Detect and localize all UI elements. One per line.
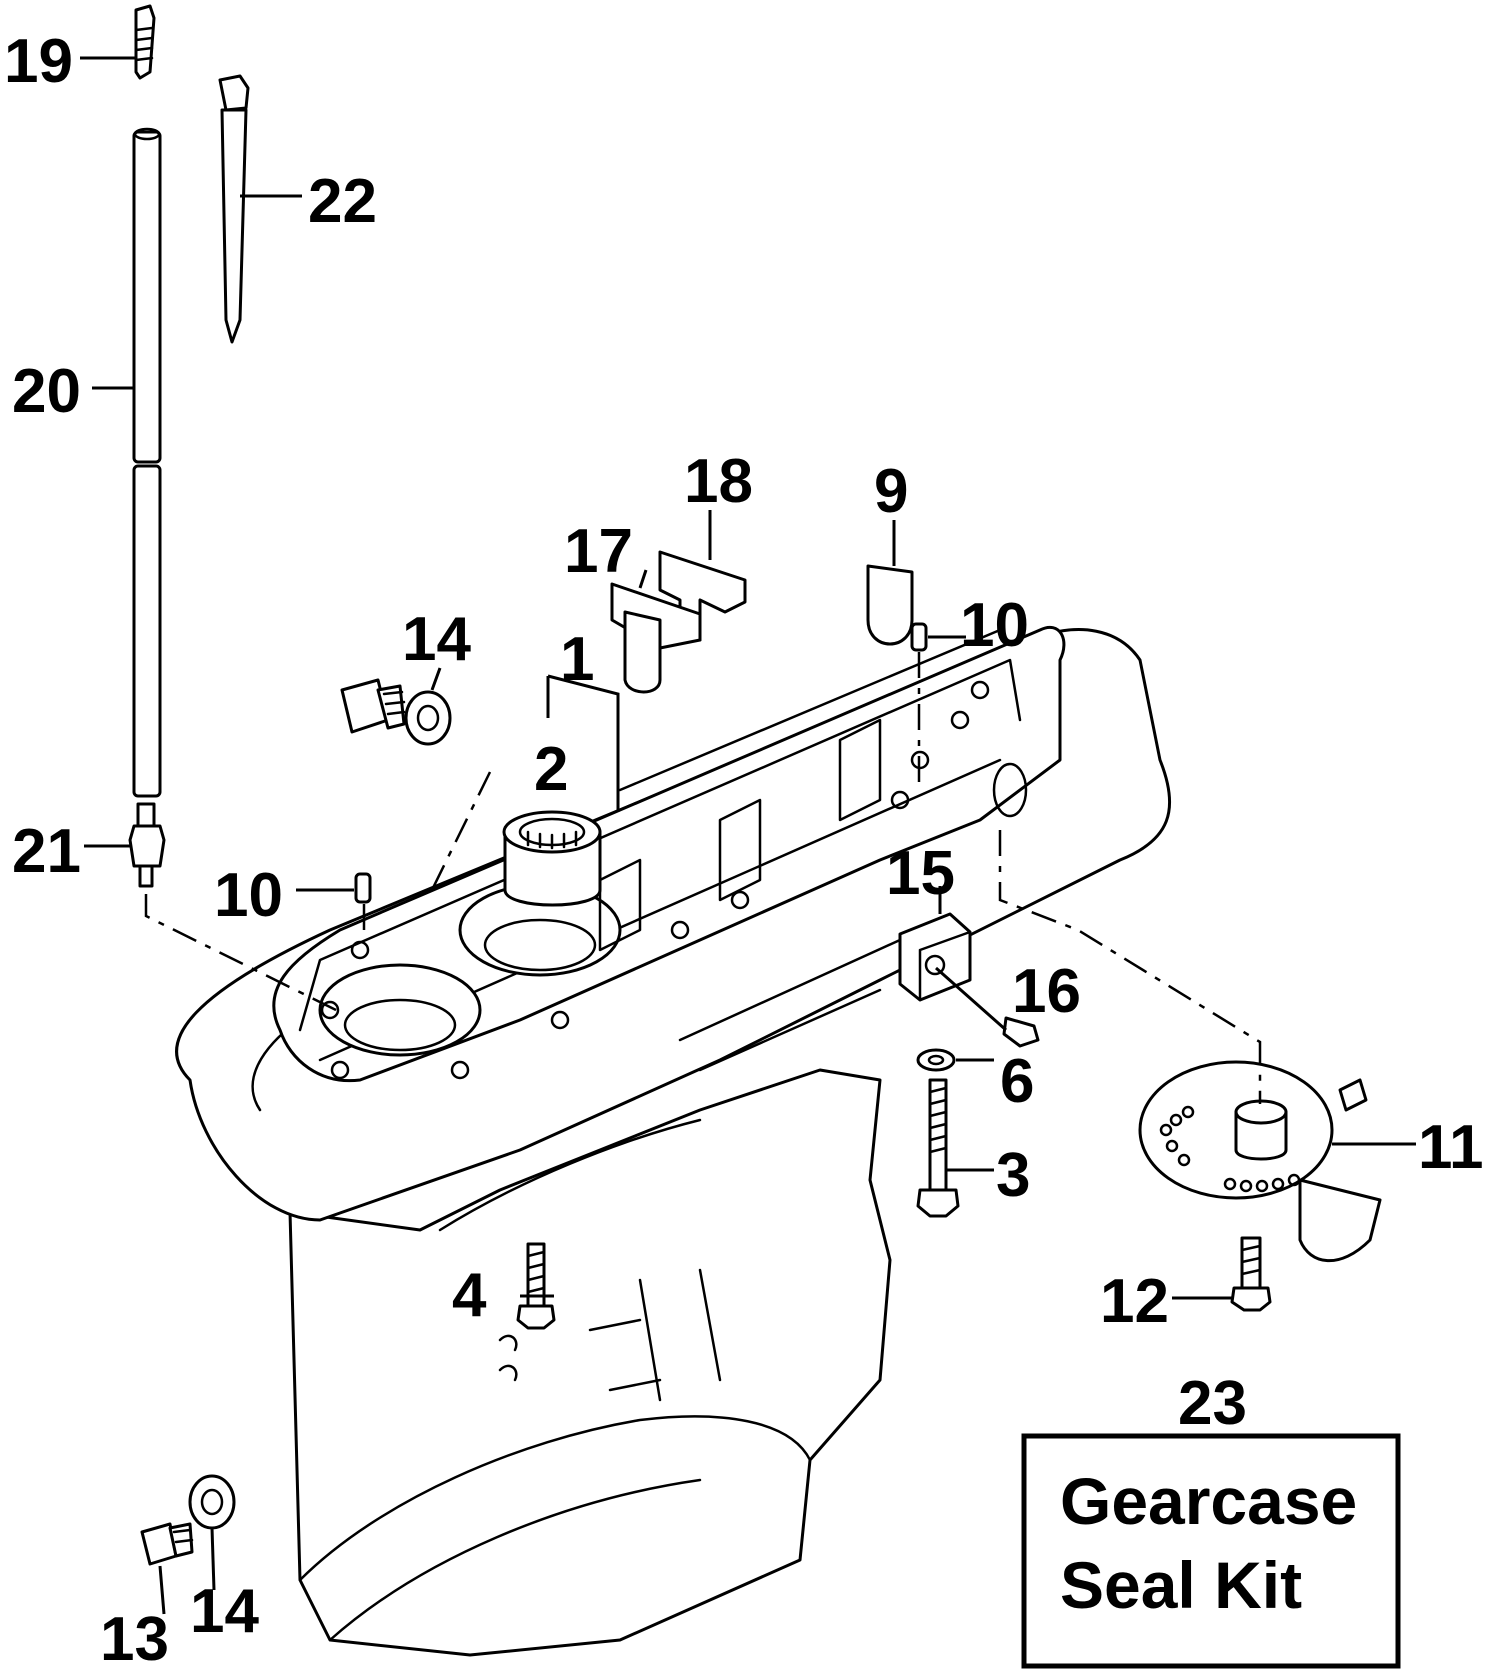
seal-kit-line-2: Seal Kit xyxy=(1060,1548,1302,1622)
callout-16: 16 xyxy=(1012,957,1081,1026)
part-22-tie-strap xyxy=(218,74,250,344)
part-10-dowel-pin-upper xyxy=(910,622,928,652)
part-6-washer xyxy=(916,1048,956,1072)
callout-10-lower: 10 xyxy=(214,861,283,930)
callout-18: 18 xyxy=(684,447,753,516)
callout-21: 21 xyxy=(12,817,81,886)
callout-10-upper: 10 xyxy=(960,591,1029,660)
part-17-grommet xyxy=(610,582,702,694)
part-15-anode-block xyxy=(898,912,972,1002)
part-1-gearcase-housing xyxy=(175,625,1172,1657)
callout-13: 13 xyxy=(100,1605,169,1671)
part-2-bushing xyxy=(502,810,602,907)
callout-17: 17 xyxy=(564,517,633,586)
callout-19: 19 xyxy=(4,27,73,96)
callout-6: 6 xyxy=(1000,1047,1034,1116)
assembly-lines xyxy=(144,652,1262,1104)
callout-12: 12 xyxy=(1100,1267,1169,1336)
callout-1: 1 xyxy=(560,625,594,694)
callout-22: 22 xyxy=(308,167,377,236)
part-3-bolt xyxy=(916,1078,960,1218)
callout-4: 4 xyxy=(452,1261,487,1330)
part-4-bolt xyxy=(516,1242,556,1330)
callout-14-upper: 14 xyxy=(402,605,471,674)
part-10-dowel-pin-lower xyxy=(354,872,372,904)
callout-23: 23 xyxy=(1178,1369,1247,1438)
part-20-shift-rod xyxy=(132,127,162,798)
part-14-drain-plug-upper xyxy=(340,678,452,746)
callout-14-lower: 14 xyxy=(190,1577,259,1646)
callout-labels: 19 22 20 18 9 17 10 14 1 2 21 10 15 16 6… xyxy=(4,27,1484,1671)
callout-11: 11 xyxy=(1418,1113,1484,1182)
callout-2: 2 xyxy=(534,735,568,804)
part-19-rod-connector xyxy=(134,4,156,80)
seal-kit-line-1: Gearcase xyxy=(1060,1464,1357,1538)
leader-lines xyxy=(80,56,1416,1615)
part-21-rod-fitting xyxy=(128,802,166,888)
part-9-cap xyxy=(866,564,914,646)
callout-3: 3 xyxy=(996,1141,1030,1210)
part-14-washer-lower xyxy=(188,1474,236,1530)
part-12-bolt xyxy=(1230,1236,1272,1312)
callout-20: 20 xyxy=(12,357,81,426)
part-11-trim-tab xyxy=(1138,1060,1382,1263)
part-13-drain-plug-lower xyxy=(140,1522,194,1566)
callout-9: 9 xyxy=(874,457,908,526)
part-23-seal-kit-box: Gearcase Seal Kit xyxy=(1021,1433,1401,1669)
callout-15: 15 xyxy=(886,839,955,908)
part-16-screw xyxy=(1002,1016,1040,1048)
